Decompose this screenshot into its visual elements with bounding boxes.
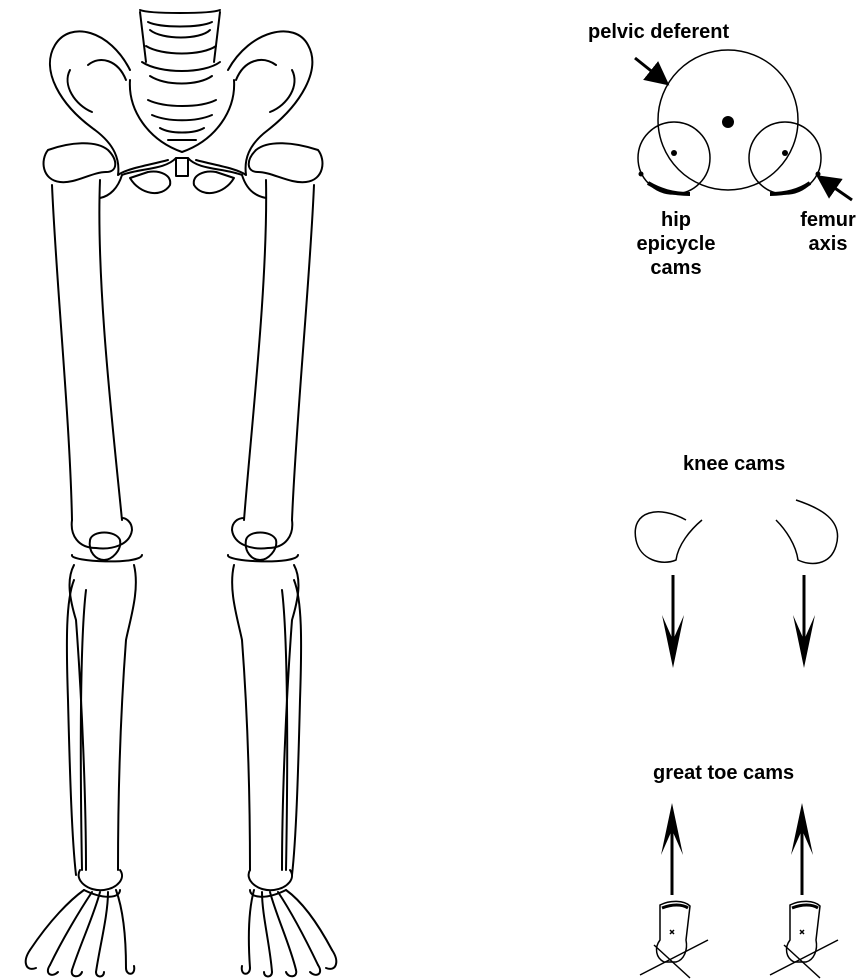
knee-cams-label: knee cams — [683, 454, 785, 474]
right-great-toe-cam — [770, 901, 838, 978]
femur-axis-label: femur axis — [790, 208, 866, 256]
pelvic-deferent-label: pelvic deferent — [588, 22, 729, 42]
femur-axis-line-1: femur — [790, 208, 866, 232]
right-knee-cam — [776, 500, 838, 563]
hip-epicycle-cams-line-1: hip — [622, 208, 730, 232]
left-epicycle-dot — [671, 150, 677, 156]
femur-axis-pointer — [826, 182, 852, 200]
hip-epicycle-cams-line-2: epicycle — [622, 232, 730, 256]
right-epicycle-dot — [782, 150, 788, 156]
left-hip-cam-arc — [648, 183, 690, 194]
femur-axis-line-2: axis — [790, 232, 866, 256]
right-cam-point — [816, 172, 821, 177]
left-cam-point — [639, 172, 644, 177]
great-toe-cams-label: great toe cams — [653, 763, 794, 783]
hip-epicycle-cams-label: hip epicycle cams — [622, 208, 730, 280]
left-great-toe-cam — [640, 901, 708, 978]
hip-epicycle-cams-line-3: cams — [622, 256, 730, 280]
deferent-center-dot — [722, 116, 734, 128]
pelvic-deferent-pointer — [635, 58, 660, 78]
left-knee-cam — [635, 512, 702, 562]
right-epicycle-circle — [749, 122, 821, 194]
right-hip-cam-arc — [770, 183, 810, 194]
